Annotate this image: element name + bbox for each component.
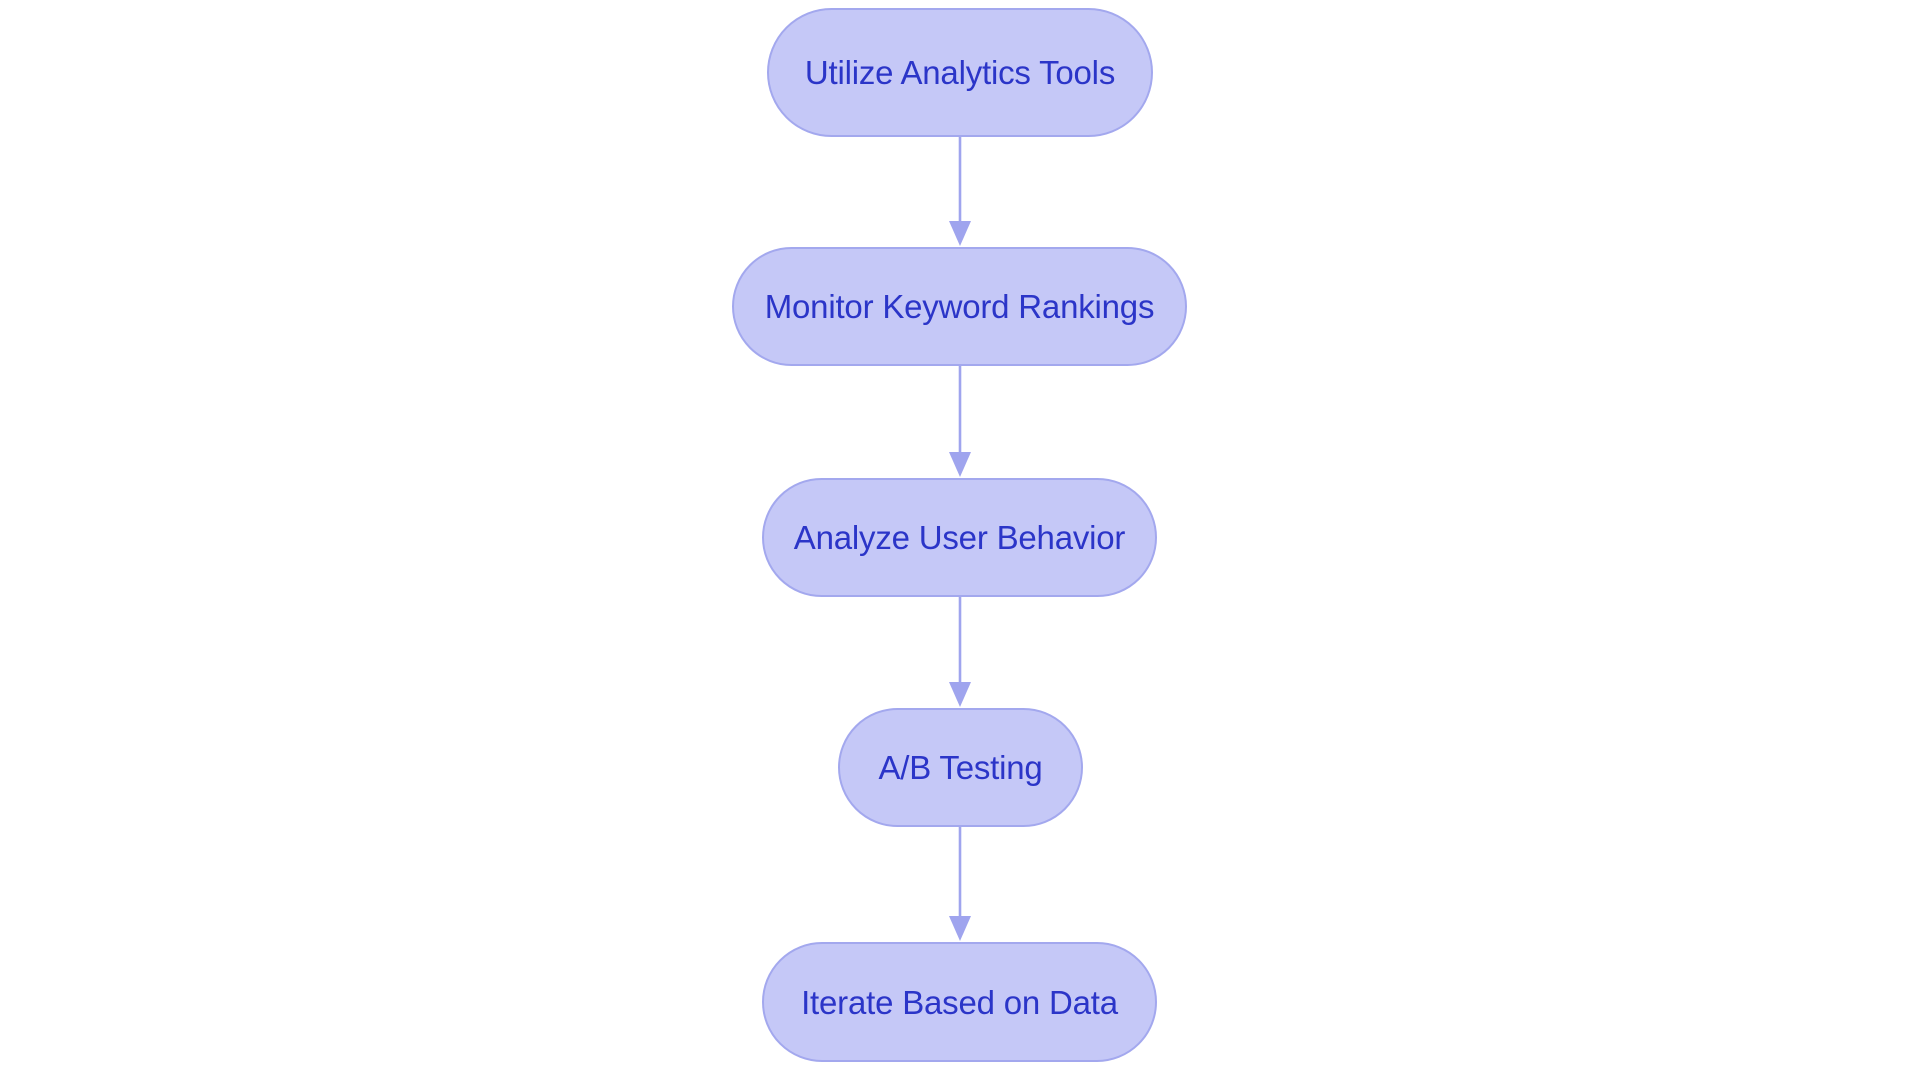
flow-node-ab-testing[interactable]: A/B Testing (838, 708, 1083, 827)
flow-node-iterate-based-on-data[interactable]: Iterate Based on Data (762, 942, 1157, 1062)
flow-node-label: Utilize Analytics Tools (804, 54, 1116, 91)
flow-node-analyze-user-behavior[interactable]: Analyze User Behavior (762, 478, 1157, 597)
flow-node-label: Iterate Based on Data (801, 983, 1118, 1021)
flow-node-label: Monitor Keyword Rankings (764, 288, 1155, 325)
flow-node-label: A/B Testing (878, 749, 1043, 786)
flow-node-label: Analyze User Behavior (793, 519, 1126, 556)
flow-node-monitor-keyword-rankings[interactable]: Monitor Keyword Rankings (732, 247, 1187, 366)
flow-node-utilize-analytics-tools[interactable]: Utilize Analytics Tools (767, 8, 1153, 137)
